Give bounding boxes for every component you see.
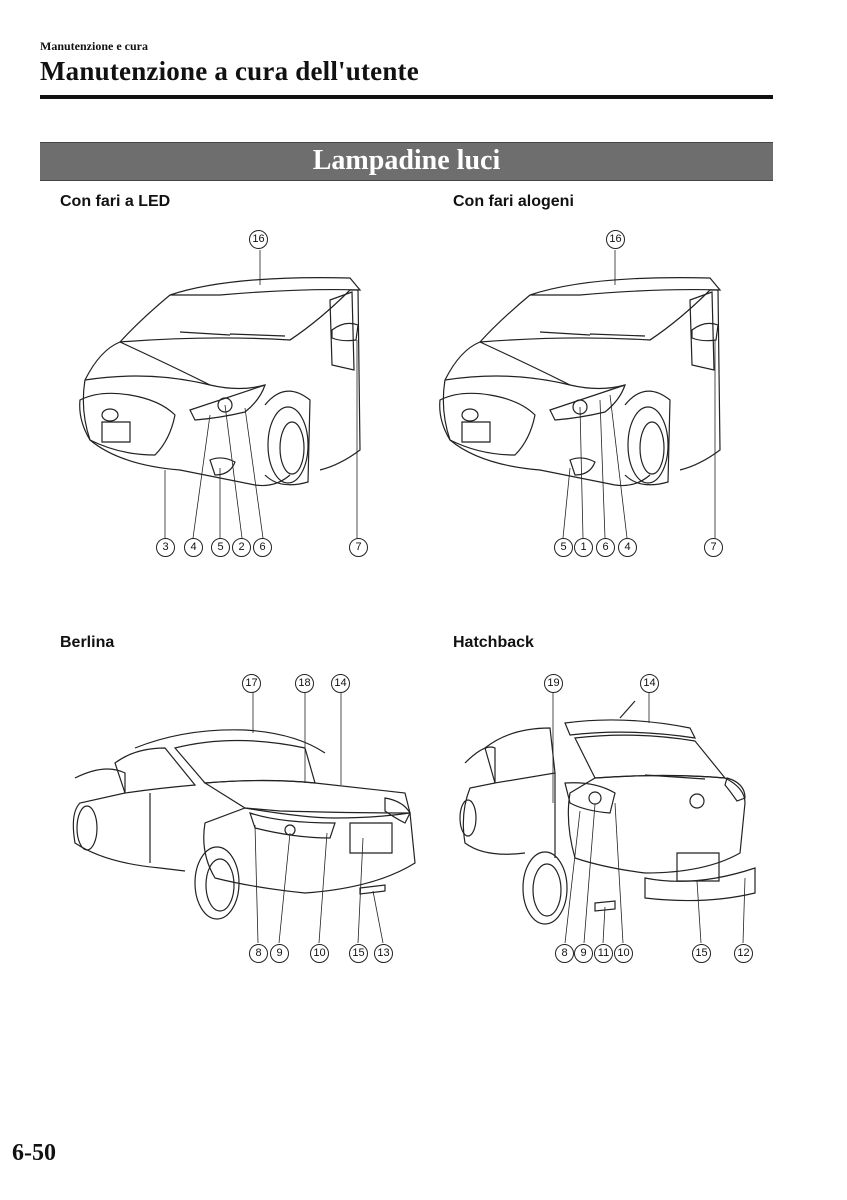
car-rear-hatchback-illustration	[455, 693, 765, 943]
breadcrumb: Manutenzione e cura	[40, 39, 148, 53]
section-bar: Lampadine luci	[40, 142, 773, 181]
callout-hatchback-bottom-4: 15	[692, 944, 711, 963]
callout-hatchback-bottom-5: 12	[734, 944, 753, 963]
callout-sedan-bottom-2: 10	[310, 944, 329, 963]
figure-label-halogen: Con fari alogeni	[453, 193, 574, 210]
callout-hatchback-bottom-1: 9	[574, 944, 593, 963]
callout-hatchback-top-0: 19	[544, 674, 563, 693]
car-rear-sedan-illustration	[65, 693, 425, 943]
callout-halogen-bottom-0: 5	[554, 538, 573, 557]
callout-sedan-bottom-1: 9	[270, 944, 289, 963]
callout-halogen-bottom-3: 4	[618, 538, 637, 557]
callout-led-bottom-2: 5	[211, 538, 230, 557]
callout-hatchback-bottom-3: 10	[614, 944, 633, 963]
callout-hatchback-bottom-2: 11	[594, 944, 613, 963]
page-number: 6-50	[12, 1140, 56, 1166]
section-title: Lampadine luci	[312, 145, 501, 176]
callout-hatchback-bottom-0: 8	[555, 944, 574, 963]
callout-led-bottom-0: 3	[156, 538, 175, 557]
page-title: Manutenzione a cura dell'utente	[40, 56, 419, 86]
car-front-led-illustration	[60, 250, 380, 540]
callout-sedan-top-1: 18	[295, 674, 314, 693]
figure-label-sedan: Berlina	[60, 634, 115, 651]
car-front-halogen-illustration	[420, 250, 740, 540]
callout-halogen-bottom-4: 7	[704, 538, 723, 557]
callout-led-top: 16	[249, 230, 268, 249]
callout-sedan-bottom-3: 15	[349, 944, 368, 963]
callout-halogen-bottom-2: 6	[596, 538, 615, 557]
callout-sedan-bottom-0: 8	[249, 944, 268, 963]
callout-hatchback-top-1: 14	[640, 674, 659, 693]
figure-label-hatchback: Hatchback	[453, 634, 534, 651]
callout-led-bottom-5: 7	[349, 538, 368, 557]
callout-sedan-top-0: 17	[242, 674, 261, 693]
callout-halogen-bottom-1: 1	[574, 538, 593, 557]
callout-halogen-top: 16	[606, 230, 625, 249]
figure-label-led: Con fari a LED	[60, 193, 171, 210]
callout-sedan-top-2: 14	[331, 674, 350, 693]
title-rule	[40, 95, 773, 99]
callout-led-bottom-4: 6	[253, 538, 272, 557]
callout-led-bottom-3: 2	[232, 538, 251, 557]
callout-sedan-bottom-4: 13	[374, 944, 393, 963]
callout-led-bottom-1: 4	[184, 538, 203, 557]
